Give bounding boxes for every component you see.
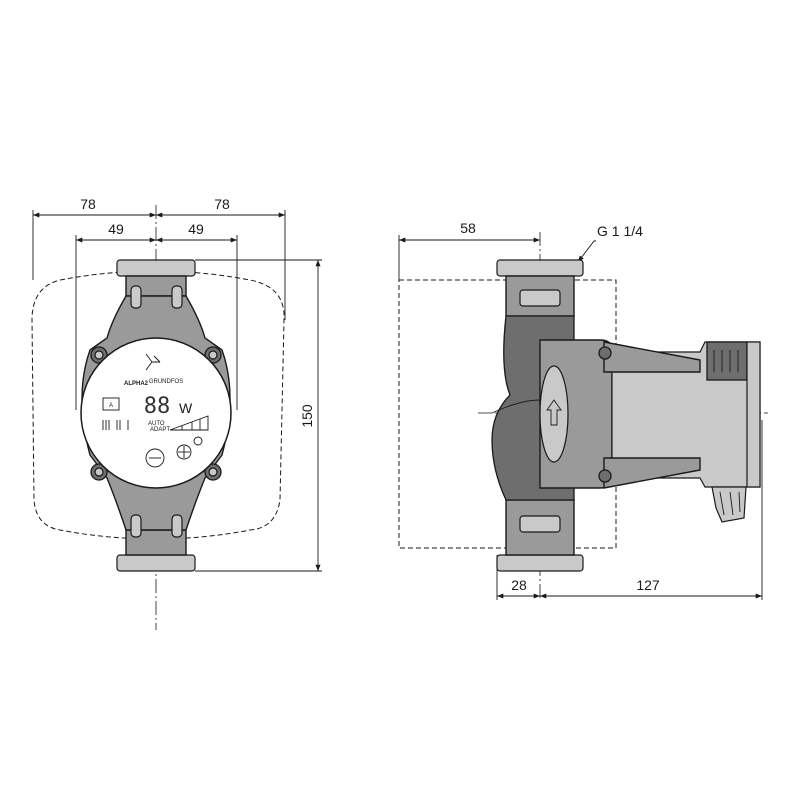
side-top-rib — [603, 341, 701, 373]
model-label: ALPHA2 — [124, 381, 149, 387]
front-envelope-outline — [31, 270, 285, 540]
brand-logo-icon — [145, 353, 161, 371]
bolt-inner-tr — [208, 350, 218, 360]
lcd-unit: W — [179, 400, 193, 416]
dim-side-offset: 58 — [460, 220, 476, 236]
front-top-slot-right — [171, 285, 183, 309]
level-ramp-icon — [169, 415, 209, 431]
front-top-slot-left — [130, 285, 142, 309]
dim-inner-left: 49 — [108, 221, 124, 237]
thread-label: G 1 1/4 — [597, 223, 643, 239]
bolt-inner-tl — [94, 350, 104, 360]
mode-indicator — [102, 397, 120, 411]
side-bottom-clip — [598, 469, 612, 483]
brand-logo-text: GRUNDFOS — [149, 379, 183, 385]
side-top-slot — [519, 289, 561, 307]
lcd-value: 88 — [144, 394, 171, 419]
night-mode-icon — [193, 436, 203, 446]
side-terminal-block — [706, 341, 748, 381]
bolt-inner-br — [208, 467, 218, 477]
side-top-flange — [496, 259, 584, 277]
side-volute-curve — [491, 399, 541, 414]
front-view: 78 78 49 49 150 GRUNDFOS ALP — [31, 196, 322, 630]
dim-body-length: 127 — [636, 577, 660, 593]
mode-bars-icon — [102, 420, 129, 430]
thread-leader-line — [577, 240, 596, 263]
dim-inner-right: 49 — [188, 221, 204, 237]
front-bottom-slot-right — [171, 514, 183, 538]
control-face — [80, 337, 232, 489]
side-end-cap — [746, 341, 761, 488]
flow-direction-oval — [539, 365, 569, 463]
dim-pipe-offset: 28 — [511, 577, 527, 593]
front-bottom-flange — [116, 554, 196, 572]
cable-plug-line-1 — [719, 491, 725, 516]
side-top-clip — [598, 346, 612, 360]
dim-outer-left: 78 — [80, 196, 96, 212]
flow-arrow-icon — [546, 399, 562, 426]
side-cable-plug — [711, 486, 747, 523]
front-top-flange — [116, 259, 196, 277]
front-bottom-slot-left — [130, 514, 142, 538]
dim-height: 150 — [299, 404, 315, 428]
side-bottom-slot — [519, 515, 561, 533]
side-bottom-rib — [603, 457, 701, 489]
bolt-inner-bl — [94, 467, 104, 477]
setting-button[interactable] — [176, 444, 192, 460]
mode-letter: A — [109, 403, 113, 409]
auto-sub-label: ADAPT — [150, 427, 170, 433]
side-bottom-flange — [496, 554, 584, 572]
cable-plug-line-3 — [738, 491, 741, 513]
selector-button[interactable] — [145, 448, 165, 468]
cable-plug-line-2 — [729, 491, 734, 516]
auto-label: AUTO — [148, 421, 165, 427]
dim-outer-right: 78 — [214, 196, 230, 212]
side-view: 58 28 127 G 1 1/4 — [398, 220, 768, 600]
